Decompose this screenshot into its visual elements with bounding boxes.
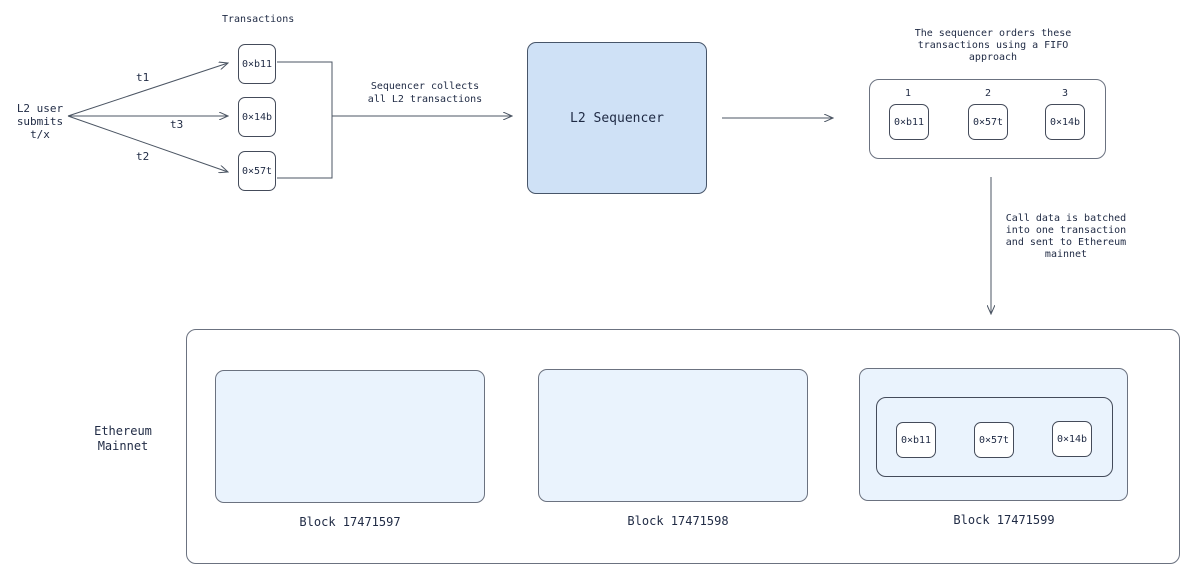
edge-label-t2: t2	[136, 150, 150, 163]
transactions-bracket	[277, 61, 333, 179]
queue-index-1: 1	[904, 88, 912, 99]
queue-tx-57t: 0×57t	[968, 104, 1008, 140]
transactions-heading: Transactions	[222, 14, 295, 25]
block-label-17471597: Block 17471597	[299, 515, 401, 529]
edge-label-t3: t3	[170, 118, 184, 131]
l2-sequencer-box: L2 Sequencer	[527, 42, 707, 194]
ordering-caption: The sequencer orders these transactions …	[914, 28, 1072, 63]
batched-tx-b11: 0×b11	[896, 422, 936, 458]
queue-tx-b11: 0×b11	[889, 104, 929, 140]
block-17471598	[538, 369, 808, 502]
collect-label: Sequencer collects all L2 transactions	[367, 81, 483, 105]
user-label: L2 user submits t/x	[16, 102, 64, 141]
queue-tx-14b: 0×14b	[1045, 104, 1085, 140]
arrow-t2	[67, 115, 228, 172]
l2-sequencer-label: L2 Sequencer	[570, 110, 664, 126]
edge-label-t1: t1	[136, 71, 150, 84]
arrow-t1	[67, 63, 228, 117]
ordered-queue-panel	[869, 79, 1106, 159]
batch-label: Call data is batched into one transactio…	[1005, 213, 1127, 260]
tx-box-b11: 0×b11	[238, 44, 276, 84]
batched-tx-panel	[876, 397, 1113, 477]
batched-tx-57t: 0×57t	[974, 422, 1014, 458]
queue-index-3: 3	[1061, 88, 1069, 99]
block-label-17471598: Block 17471598	[627, 514, 729, 528]
block-17471597	[215, 370, 485, 503]
tx-box-57t: 0×57t	[238, 151, 276, 191]
block-label-17471599: Block 17471599	[953, 513, 1055, 527]
tx-box-14b: 0×14b	[238, 97, 276, 137]
mainnet-label: Ethereum Mainnet	[94, 424, 152, 453]
ethereum-mainnet-panel	[186, 329, 1180, 564]
queue-index-2: 2	[984, 88, 992, 99]
batched-tx-14b: 0×14b	[1052, 421, 1092, 457]
